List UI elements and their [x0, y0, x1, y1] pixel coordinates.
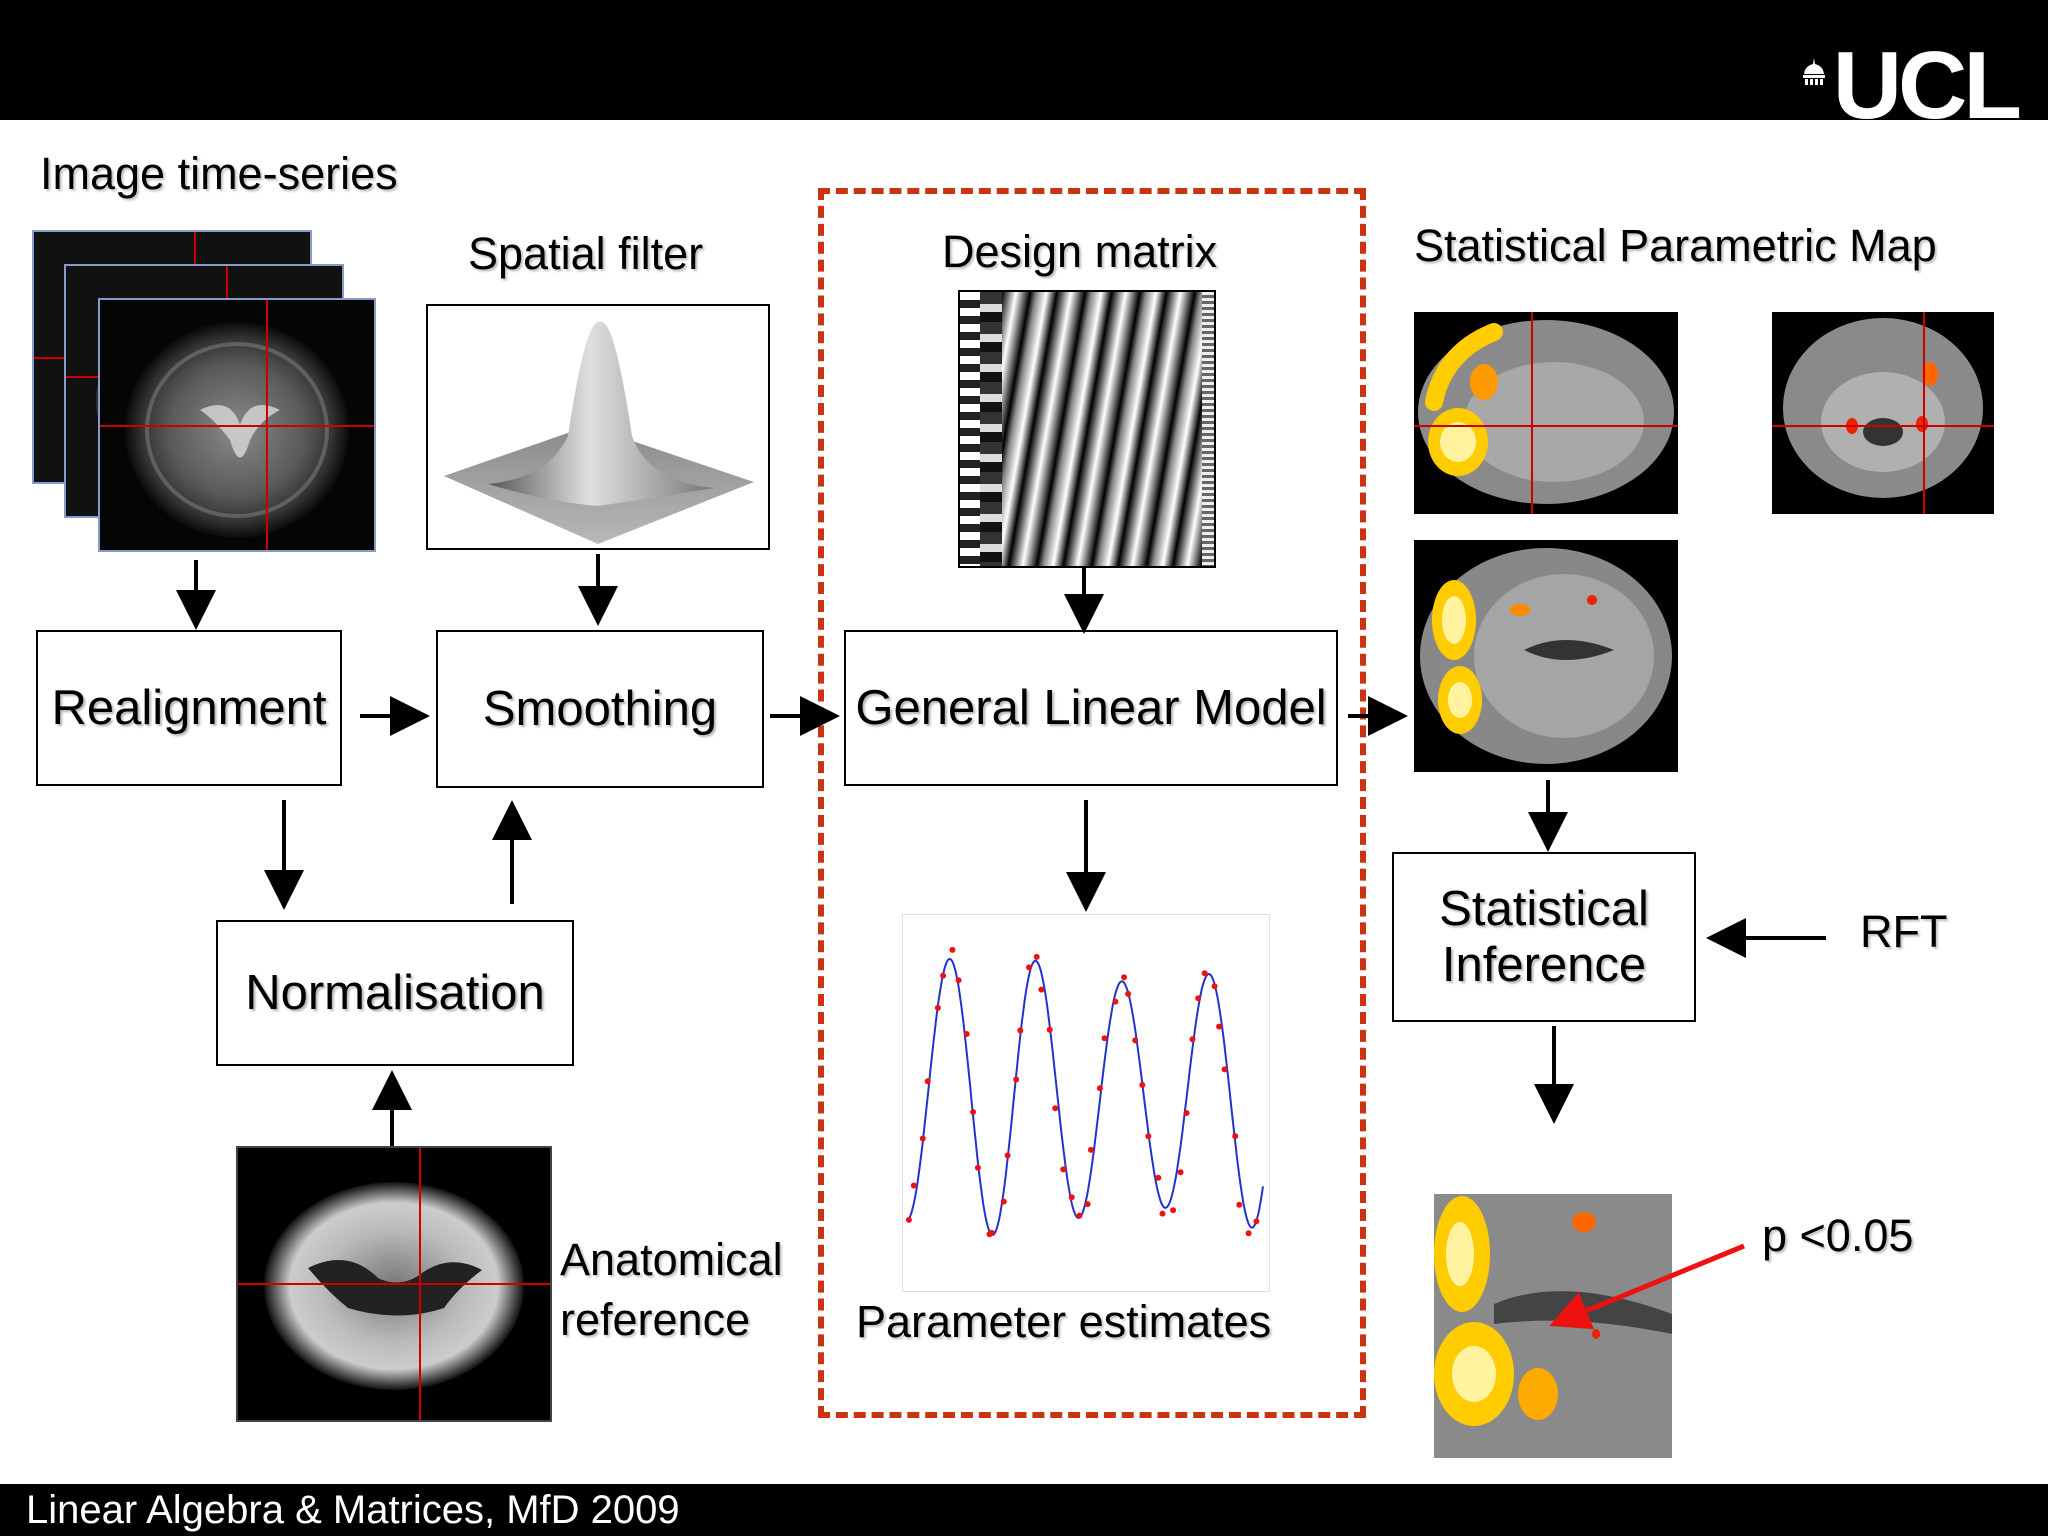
image-time-series-label: Image time-series [40, 148, 398, 199]
data-point [1038, 986, 1045, 993]
anatomical-line-1: Anatomical [560, 1234, 783, 1285]
spatial-filter-label: Spatial filter [468, 228, 704, 279]
data-point [919, 1135, 926, 1142]
data-point [940, 972, 947, 979]
data-point [1132, 1037, 1139, 1044]
data-point [970, 1109, 977, 1115]
data-point [1201, 970, 1208, 977]
normalisation-box: Normalisation [216, 920, 574, 1066]
rft-label: RFT [1860, 906, 1948, 957]
data-point [924, 1078, 931, 1085]
data-point [1170, 1207, 1177, 1214]
fit-line [908, 958, 1264, 1236]
data-point [1004, 1152, 1011, 1159]
dome-icon [1802, 58, 1825, 85]
data-point [1026, 964, 1032, 971]
template-brain-graphic [238, 1148, 550, 1420]
statistical-inference-box: Statistical Inference [1392, 852, 1696, 1022]
parameter-estimates-label: Parameter estimates [856, 1296, 1272, 1347]
data-point [1121, 974, 1128, 981]
logo-text: UCL [1832, 32, 2022, 139]
data-point [1112, 998, 1119, 1005]
result-brain-image [1434, 1194, 1672, 1458]
data-point [1087, 1146, 1094, 1153]
data-point [1155, 1174, 1162, 1181]
data-point [1232, 1133, 1239, 1140]
data-point [1101, 1035, 1108, 1042]
spm-label: Statistical Parametric Map [1414, 220, 1937, 271]
data-point [1245, 1230, 1252, 1237]
data-point [1183, 1110, 1190, 1116]
brain-slice-front [98, 298, 376, 552]
data-point [1096, 1085, 1103, 1092]
data-point [963, 1031, 970, 1037]
data-point [1159, 1210, 1166, 1217]
smoothing-box: Smoothing [436, 630, 764, 788]
data-point [1189, 1036, 1196, 1043]
design-matrix-image [958, 290, 1216, 568]
realignment-box: Realignment [36, 630, 342, 786]
data-point [1000, 1198, 1007, 1205]
p-value-label: p <0.05 [1762, 1210, 1914, 1261]
thresholded-activation-graphic [1434, 1194, 1672, 1458]
spm-axial-image [1414, 540, 1678, 772]
brain-axial-image [100, 300, 374, 550]
data-point [1125, 990, 1132, 997]
anatomical-reference-label: Anatomical reference [560, 1230, 783, 1350]
data-point [1076, 1212, 1083, 1219]
data-point [905, 1216, 912, 1223]
data-point [1177, 1169, 1184, 1176]
parameter-estimates-plot [902, 914, 1270, 1292]
sagittal-brain-graphic [1414, 312, 1678, 514]
spatial-filter-image [426, 304, 770, 550]
data-point [1017, 1027, 1024, 1034]
data-point [1060, 1166, 1067, 1173]
data-point [1253, 1218, 1260, 1225]
data-point [1046, 1026, 1053, 1033]
data-point [1068, 1194, 1075, 1201]
anatomical-reference-image [236, 1146, 552, 1422]
data-point [1221, 1066, 1228, 1073]
data-point [949, 946, 956, 953]
axial-activation-graphic [1420, 548, 1672, 764]
spm-coronal-image [1772, 312, 1994, 514]
arrow-p-value-pointer [1549, 1243, 1745, 1330]
header-bar [0, 0, 2048, 120]
spm-sagittal-image [1414, 312, 1678, 514]
anatomical-line-2: reference [560, 1294, 751, 1345]
data-point [1084, 1201, 1091, 1208]
data-point [1145, 1133, 1152, 1140]
data-point [1216, 1023, 1223, 1030]
coronal-brain-graphic [1772, 312, 1994, 514]
data-point [974, 1164, 981, 1171]
data-point [1195, 995, 1202, 1002]
data-point [1211, 983, 1218, 990]
footer-bar [0, 1484, 2048, 1536]
data-point [1033, 953, 1040, 960]
data-point [988, 1229, 995, 1236]
footer-text: Linear Algebra & Matrices, MfD 2009 [26, 1488, 680, 1532]
design-matrix-label: Design matrix [942, 226, 1218, 277]
inference-line-1: Statistical [1439, 882, 1649, 936]
gaussian-kernel-graphic [444, 321, 754, 544]
ucl-logo: UCL [1802, 38, 2022, 134]
inference-line-2: Inference [1441, 938, 1647, 992]
data-point [1013, 1076, 1020, 1083]
data-point [910, 1182, 917, 1189]
data-point [1236, 1201, 1243, 1208]
data-point [1052, 1105, 1059, 1112]
glm-region-outline [818, 188, 1366, 1418]
data-point [1139, 1082, 1146, 1088]
glm-box: General Linear Model [844, 630, 1338, 786]
data-point [955, 977, 962, 984]
data-point [934, 1004, 941, 1011]
fit-curve-graphic [905, 946, 1264, 1238]
